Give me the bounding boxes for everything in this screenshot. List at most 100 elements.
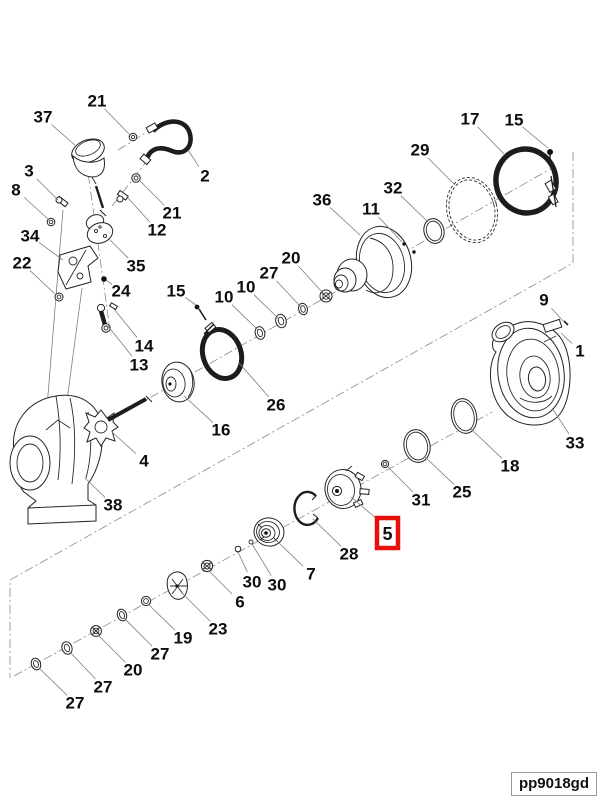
seal-plate-16-part (161, 361, 195, 403)
callout-label-15: 15 (167, 282, 186, 301)
leader-line (329, 207, 361, 236)
leader-line (423, 455, 455, 485)
nut-8 (46, 217, 56, 227)
bracket-23-part (166, 571, 188, 600)
leader-line (111, 431, 137, 454)
nut-19-part (140, 595, 152, 607)
leader-line (105, 279, 113, 285)
leader-line (107, 325, 133, 357)
highlight-box[interactable] (374, 515, 401, 551)
gasket-ring-29-part (446, 176, 498, 244)
callout-label-7: 7 (306, 565, 315, 584)
callout-label-10: 10 (215, 288, 234, 307)
callout-label-14: 14 (135, 337, 154, 356)
callout-label-27: 27 (151, 645, 170, 664)
locknut-6-part (200, 559, 214, 573)
callout-label-37: 37 (34, 108, 53, 127)
leader-line (36, 178, 59, 201)
leader-line (68, 650, 96, 680)
callout-label-21: 21 (163, 204, 182, 223)
leader-line (477, 126, 506, 156)
clamp-bolt-15 (194, 304, 207, 321)
clamp-bolt-15-top (547, 149, 553, 166)
callout-label-6: 6 (235, 593, 244, 612)
spacer-30-parts (234, 539, 254, 553)
bracket-bolt-3 (55, 195, 69, 208)
o-ring-18-part (450, 398, 478, 434)
v-band-clamp-26-part (194, 304, 245, 381)
callout-label-30: 30 (243, 573, 262, 592)
leader-line (551, 407, 570, 435)
callout-label-20: 20 (124, 661, 143, 680)
pin-24 (101, 276, 107, 282)
turbine-housing-part (9, 394, 103, 525)
compressor-housing-33-part (490, 321, 571, 426)
leader-line (469, 427, 503, 459)
callout-label-27: 27 (94, 678, 113, 697)
leader-line (231, 304, 259, 331)
callout-label-30: 30 (268, 576, 287, 595)
callout-label-3: 3 (24, 162, 33, 181)
leader-line (50, 123, 77, 147)
mount-plate-35 (85, 214, 114, 244)
leader-line (184, 296, 197, 306)
leader-line (147, 603, 176, 631)
leader-line (180, 591, 211, 622)
turbine-wheel-shaft-part (83, 395, 153, 447)
leader-line (23, 197, 49, 220)
callout-label-27: 27 (260, 264, 279, 283)
callout-label-21: 21 (88, 92, 107, 111)
callout-label-13: 13 (130, 356, 149, 375)
leader-line (251, 543, 272, 576)
ring-27c-part (30, 657, 42, 671)
leader-line (84, 477, 106, 498)
highlighted-callout-layer[interactable]: 5 (350, 496, 401, 551)
chra-cartridge-36-11-part (333, 225, 416, 299)
callout-label-25: 25 (453, 483, 472, 502)
callout-label-18: 18 (501, 457, 520, 476)
callout-label-28: 28 (340, 545, 359, 564)
callout-label-34: 34 (21, 227, 40, 246)
backplate-5-part (324, 465, 370, 509)
callout-label-4: 4 (139, 452, 149, 471)
nut-22 (54, 292, 64, 302)
leader-line (29, 270, 56, 295)
leader-line (127, 197, 150, 223)
leader-line (400, 195, 429, 223)
leader-line (238, 362, 270, 398)
leader-line (38, 242, 64, 261)
leader-line (522, 126, 549, 149)
leader-line (208, 570, 233, 595)
leader-line (104, 108, 130, 135)
o-ring-25-part (403, 429, 431, 463)
callout-label-12: 12 (148, 221, 167, 240)
callout-label-33: 33 (566, 434, 585, 453)
callout-label-19: 19 (174, 629, 193, 648)
callout-label-24: 24 (112, 282, 131, 301)
screw-9-part (563, 320, 569, 326)
wastegate-actuator-part (71, 138, 107, 217)
highlight-callout-label-5: 5 (382, 524, 392, 544)
callout-label-8: 8 (11, 181, 20, 200)
leader-line (38, 667, 68, 696)
leader-line (551, 307, 565, 323)
leader-line (312, 518, 342, 547)
leader-line (276, 280, 302, 308)
small-rings-10-10-27 (254, 302, 309, 340)
leader-line-highlight (350, 496, 378, 520)
leader-line (97, 634, 126, 663)
actuator-hose-part (139, 119, 193, 166)
bolt-12 (116, 189, 129, 203)
leader-line (298, 265, 324, 294)
support-bracket-34 (57, 245, 99, 290)
snap-ring-28-part (293, 490, 320, 527)
v-band-clamp-17-part (493, 146, 559, 216)
thrust-collar-7-part (253, 517, 285, 547)
callout-label-32: 32 (384, 179, 403, 198)
link-rod-13-14 (96, 302, 119, 333)
callout-label-1: 1 (575, 342, 584, 361)
leader-line (237, 551, 248, 573)
leader-line (275, 539, 304, 567)
